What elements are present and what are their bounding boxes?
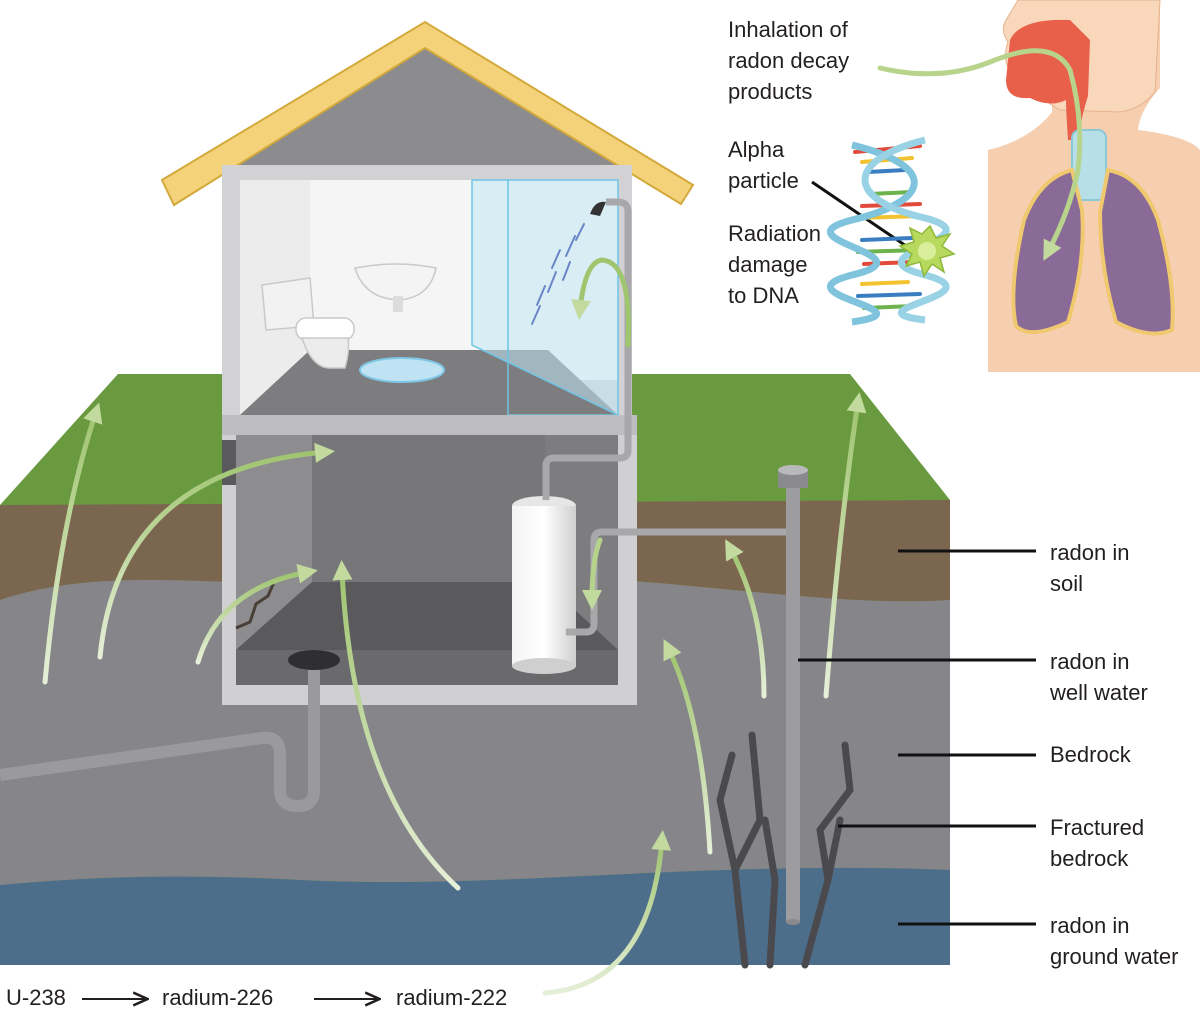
roof xyxy=(160,20,695,207)
bedrock-fractures xyxy=(716,731,854,969)
wall-crack-gap xyxy=(222,440,236,485)
basement-side-wall xyxy=(236,435,312,650)
water-heater-icon xyxy=(512,496,576,674)
radon-flow-arrows xyxy=(42,257,867,996)
person-figure xyxy=(877,0,1200,372)
ground-water-layer xyxy=(0,867,950,965)
foundation-crack xyxy=(235,581,276,630)
sink-icon xyxy=(354,263,437,312)
inhalation-arrow xyxy=(877,48,1083,261)
floor-divider xyxy=(222,415,637,435)
decay-arrows xyxy=(82,985,400,1013)
shower-spray xyxy=(531,223,585,325)
drain-pipe xyxy=(0,650,340,813)
shower-head-icon xyxy=(590,201,606,216)
bath-mat xyxy=(359,357,445,383)
well-pipe-icon xyxy=(778,465,808,925)
house xyxy=(0,20,808,925)
alpha-particle-icon xyxy=(898,224,956,278)
lungs-icon-right xyxy=(1097,167,1175,336)
basement-back-wall xyxy=(312,435,545,582)
decay-step-radium-226: radium-226 xyxy=(162,985,274,1010)
decay-step-u238: U-238 xyxy=(6,985,66,1010)
label-bedrock: Bedrock xyxy=(1050,742,1131,767)
attic xyxy=(222,48,632,175)
shower-pipe xyxy=(606,198,632,350)
decay-step-radium-222: radium-222 xyxy=(396,985,508,1010)
toilet-icon xyxy=(261,277,355,369)
heater-hot-pipe xyxy=(542,350,632,500)
